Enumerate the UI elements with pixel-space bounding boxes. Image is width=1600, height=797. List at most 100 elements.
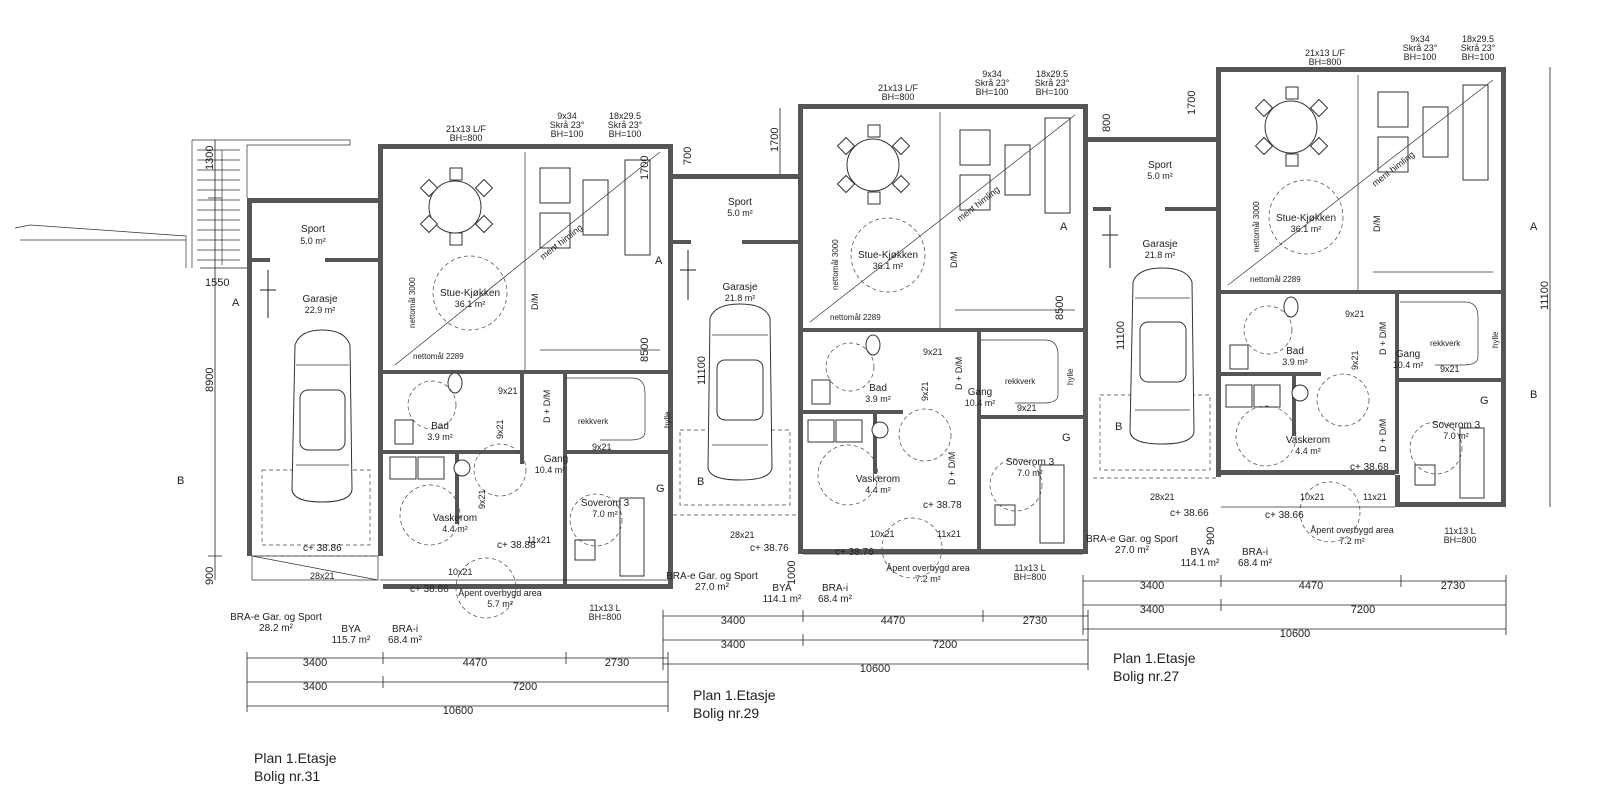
- dimension-label: 900: [204, 567, 216, 585]
- door-note: D + D/M: [954, 357, 964, 390]
- railing-note: rekkverk: [578, 417, 609, 426]
- dimension-label: 4470: [881, 615, 905, 627]
- car-icon: [707, 303, 773, 481]
- dimension-label: 700: [682, 147, 694, 165]
- garage-marker: G: [1480, 395, 1489, 407]
- window-label: BH=100: [976, 87, 1009, 97]
- door-label: 10x21: [870, 529, 895, 539]
- porch-edge: [251, 555, 379, 581]
- room-area: 3.9 m²: [427, 432, 453, 442]
- dimension-label: 800: [1101, 114, 1113, 132]
- area-label: BRA-e Gar. og Sport: [230, 612, 322, 623]
- window-label: BH=800: [589, 612, 622, 622]
- level-label: c+ 38.66: [1170, 508, 1209, 519]
- area-label: BRA-e Gar. og Sport: [666, 571, 758, 582]
- porch-area: 5.7 m²: [487, 599, 513, 609]
- window-label: BH=100: [609, 129, 642, 139]
- room-name: Garasje: [302, 294, 337, 305]
- shelf-note: hylle: [1491, 331, 1500, 348]
- room-name: Bad: [1286, 346, 1304, 357]
- dimension-label: 3400: [1140, 580, 1164, 592]
- door-label: 9x21: [498, 386, 518, 396]
- window-label: Skrå 23°: [1035, 78, 1070, 88]
- plan-subtitle: Bolig nr.31: [254, 768, 320, 784]
- dimension-label: 1700: [639, 156, 651, 180]
- window-label: Skrå 23°: [608, 120, 643, 130]
- entry-stairs: [14, 139, 351, 268]
- door-label: 9x21: [920, 381, 930, 401]
- room-name: Gang: [1396, 349, 1420, 360]
- unit-bolig-29: [668, 104, 1088, 579]
- level-label: c+ 38.68: [1350, 462, 1389, 473]
- railing-note: rekkverk: [1430, 339, 1461, 348]
- room-area: 3.9 m²: [865, 394, 891, 404]
- door-label: 28x21: [310, 571, 335, 581]
- room-area: 4.4 m²: [1295, 446, 1321, 456]
- door-label: 9x21: [495, 419, 505, 439]
- door-label: 10x21: [1300, 492, 1325, 502]
- unit-bolig-31: [14, 139, 673, 619]
- room-name: Bad: [869, 383, 887, 394]
- room-area: 7.0 m²: [592, 509, 618, 519]
- dimension-lines: [200, 67, 1551, 712]
- window-label: 9x34: [1410, 34, 1430, 44]
- plan-subtitle: Bolig nr.27: [1113, 668, 1179, 684]
- dining-table: [419, 167, 494, 246]
- level-label: c+ 38.88: [497, 540, 536, 551]
- dimension-label: 11100: [1539, 281, 1551, 310]
- plan-title: Plan 1.Etasje: [1113, 650, 1196, 666]
- room-name: Vaskerom: [856, 474, 900, 485]
- level-label: c+ 38.86: [303, 543, 342, 554]
- room-area: 7.0 m²: [1443, 431, 1469, 441]
- room-area: 10.4 m²: [535, 465, 566, 475]
- door-label: 9x21: [1017, 403, 1037, 413]
- dimension-label: 8500: [1054, 296, 1066, 320]
- area-label: BRA-i: [822, 583, 848, 594]
- area-label: BRA-e Gar. og Sport: [1086, 534, 1178, 545]
- porch-circle: [455, 557, 517, 619]
- dimension-label: 7200: [513, 681, 537, 693]
- dimension-label: 8900: [204, 368, 216, 392]
- window-label: 18x29.5: [1036, 69, 1068, 79]
- bedroom-fixtures: [989, 458, 1065, 544]
- bedroom-fixtures: [1409, 421, 1485, 499]
- car-icon: [1129, 267, 1195, 445]
- area-value: 68.4 m²: [388, 635, 423, 646]
- dimension-label: 1700: [1186, 91, 1198, 115]
- railing-note: rekkverk: [1005, 377, 1036, 386]
- dimension-label: 11100: [1115, 321, 1127, 350]
- area-label: BYA: [341, 624, 361, 635]
- window-label: 21x13 L/F: [446, 124, 487, 134]
- bicycle-icon: [680, 250, 696, 300]
- room-name: Sport: [1148, 160, 1172, 171]
- bicycle-icon: [1102, 215, 1118, 268]
- window-label: BH=800: [1309, 57, 1342, 67]
- room-name: Garasje: [1142, 239, 1177, 250]
- window-label: 11x13 L: [1444, 526, 1475, 536]
- dimension-label: 10600: [1280, 628, 1311, 640]
- room-name: Garasje: [722, 282, 757, 293]
- room-name: Sport: [301, 224, 325, 235]
- door-note: D/M: [949, 252, 959, 269]
- area-value: 28.2 m²: [259, 623, 294, 634]
- dimension-label: 10600: [860, 663, 891, 675]
- window-label: 21x13 L/F: [1305, 48, 1346, 58]
- room-area: 36.1 m²: [873, 261, 904, 271]
- area-value: 27.0 m²: [1115, 545, 1150, 556]
- area-value: 114.1 m²: [763, 594, 802, 605]
- door-label: 9x21: [923, 347, 943, 357]
- turning-circle: [432, 255, 508, 331]
- room-area: 4.4 m²: [865, 485, 891, 495]
- dimension-label: 1300: [204, 146, 216, 170]
- porch-label: Åpent overbygd area: [1310, 525, 1394, 535]
- door-label: 10x21: [448, 567, 473, 577]
- room-area: 5.0 m²: [727, 208, 753, 218]
- window-label: 21x13 L/F: [878, 83, 919, 93]
- labels-bolig-29: Sport 5.0 m² Garasje 21.8 m² Stue-Kjøkke…: [666, 69, 1075, 721]
- room-area: 3.9 m²: [1282, 357, 1308, 367]
- measure-note: nettomål 2289: [830, 313, 881, 322]
- dimension-label: 7200: [933, 639, 957, 651]
- dimension-label: 11100: [696, 356, 708, 385]
- dimension-label: 2730: [1441, 580, 1465, 592]
- window-label: 18x29.5: [1462, 34, 1494, 44]
